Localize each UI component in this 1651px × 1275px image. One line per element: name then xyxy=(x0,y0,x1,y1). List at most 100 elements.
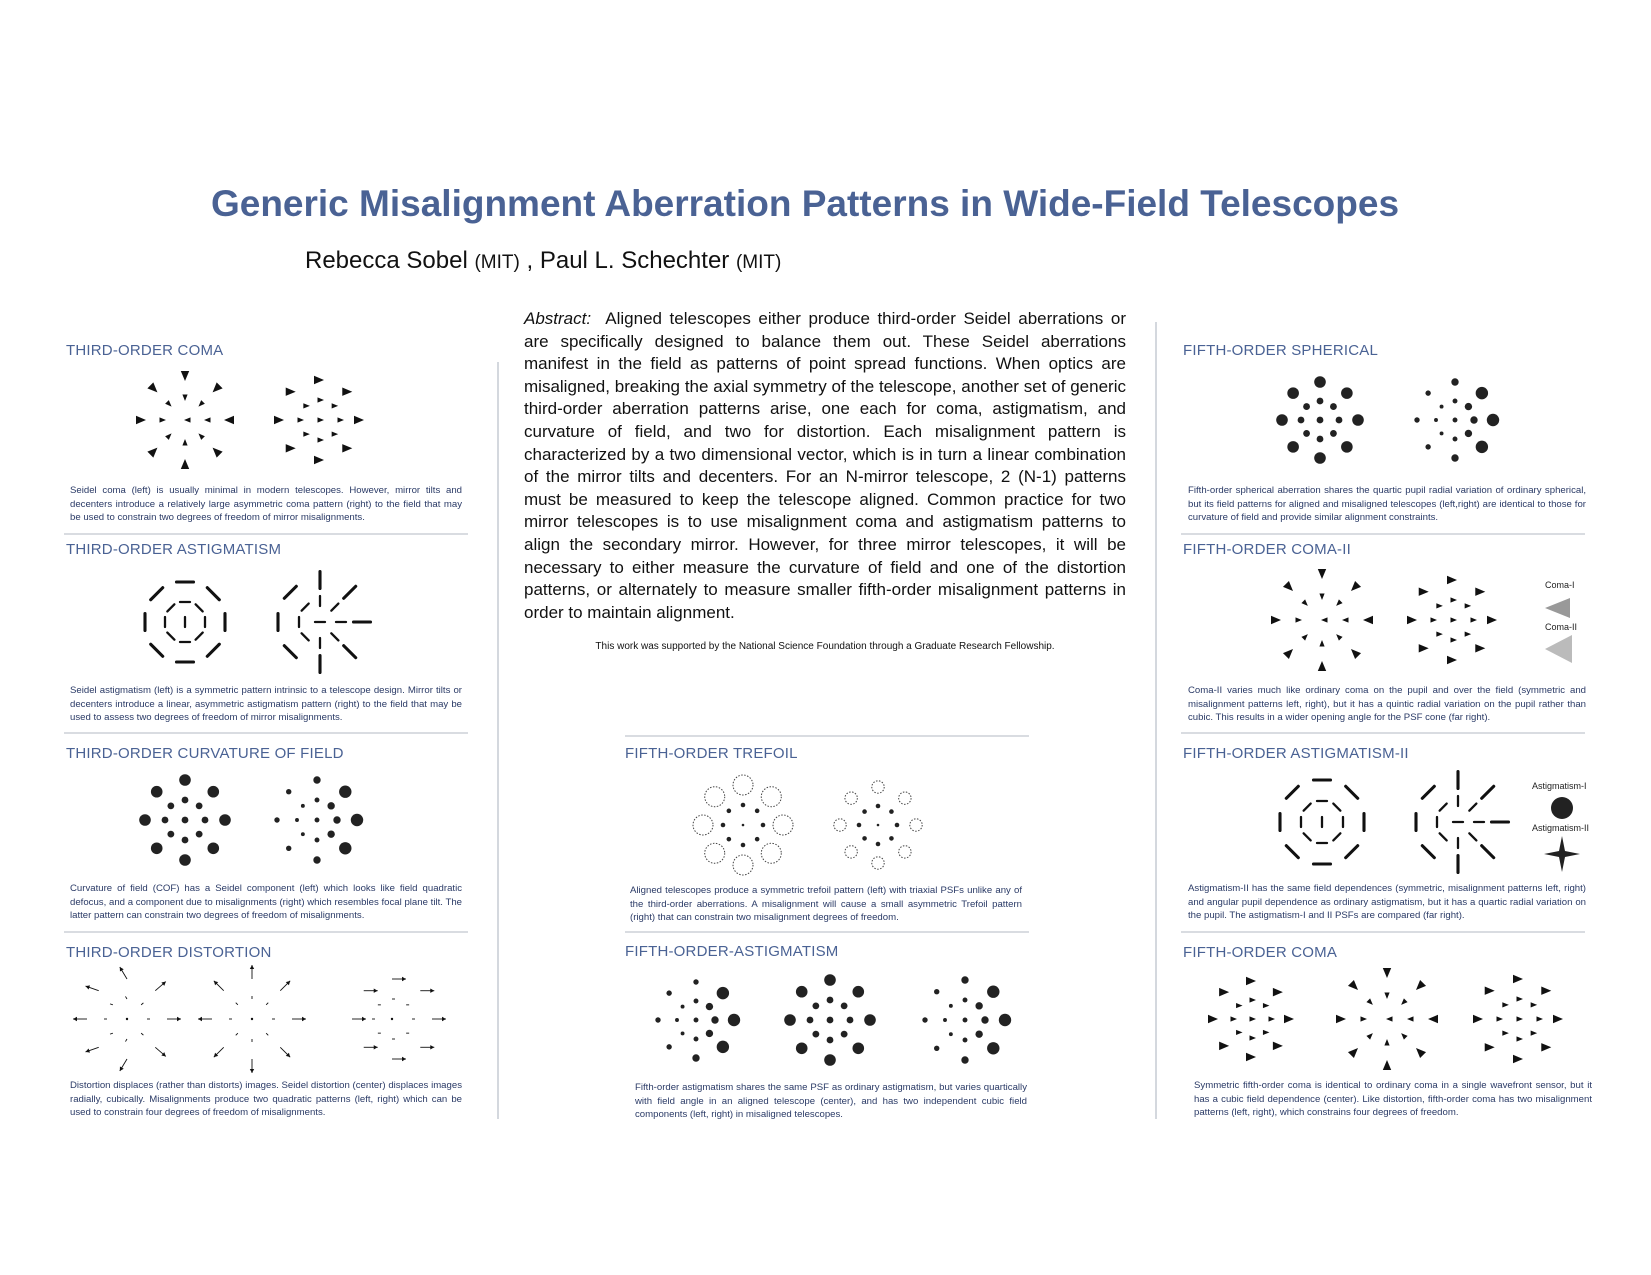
column-divider-left xyxy=(497,362,499,1119)
psf-mark xyxy=(1302,802,1312,812)
psf-mark xyxy=(1262,1029,1270,1036)
psf-mark xyxy=(754,836,760,842)
psf-mark xyxy=(1366,1033,1373,1040)
psf-mark xyxy=(826,1036,834,1044)
psf-mark xyxy=(198,1016,202,1022)
psf-mark xyxy=(1317,661,1327,671)
psf-mark xyxy=(1401,998,1408,1005)
section-title-fifth-order-astigmatism-ii: FIFTH-ORDER ASTIGMATISM-II xyxy=(1183,745,1409,762)
psf-mark xyxy=(1452,417,1458,423)
psf-mark xyxy=(1447,575,1457,585)
astig3-figure xyxy=(143,569,373,675)
psf-mark xyxy=(339,842,352,855)
psf-mark xyxy=(1384,1039,1390,1046)
psf-mark xyxy=(1246,976,1256,986)
psf-mark xyxy=(1468,802,1478,812)
psf-mark xyxy=(195,802,203,810)
psf-mark xyxy=(402,1056,406,1062)
psf-mark xyxy=(297,417,304,423)
psf-mark xyxy=(705,1029,714,1038)
psf-mark xyxy=(354,415,364,425)
psf-mark xyxy=(314,375,324,385)
psf-mark xyxy=(692,814,714,836)
psf-mark xyxy=(1272,987,1283,997)
psf-mark xyxy=(119,1066,124,1072)
psf-mark xyxy=(894,822,900,828)
psf-mark xyxy=(943,1018,947,1022)
section-title-fifth-order-coma: FIFTH-ORDER COMA xyxy=(1183,944,1338,961)
psf-mark xyxy=(1450,617,1457,623)
psf-mark xyxy=(987,1042,1000,1055)
psf-mark xyxy=(1425,390,1431,396)
psf-mark xyxy=(1401,1033,1408,1040)
psf-mark xyxy=(740,842,746,848)
psf-mark xyxy=(350,813,364,827)
psf-mark xyxy=(249,1069,255,1073)
rule xyxy=(1181,931,1585,933)
psf-mark xyxy=(961,1056,969,1064)
psf-mark xyxy=(1450,597,1457,603)
psf-mark xyxy=(962,1017,968,1023)
psf-mark xyxy=(806,1016,814,1024)
psf-mark xyxy=(1439,431,1444,436)
psf-mark xyxy=(1249,997,1256,1003)
psf-mark xyxy=(85,1048,91,1053)
psf-mark xyxy=(1434,418,1438,422)
caption-fifth-order-astigmatism: Fifth-order astigmatism shares the same … xyxy=(635,1082,1027,1120)
psf-mark xyxy=(125,1038,128,1042)
psf-mark xyxy=(182,439,188,446)
rule xyxy=(64,533,468,535)
psf-mark xyxy=(856,822,862,828)
psf-mark xyxy=(889,809,894,814)
caption-fifth-order-trefoil: Aligned telescopes produce a symmetric t… xyxy=(630,885,1022,923)
psf-mark xyxy=(1473,1014,1483,1024)
psf-mark xyxy=(1484,1043,1495,1052)
psf-mark xyxy=(1335,416,1343,424)
psf-mark xyxy=(213,1052,219,1058)
psf-mark xyxy=(1484,986,1495,995)
column-divider-right xyxy=(1155,322,1157,1119)
psf-mark xyxy=(1317,569,1327,579)
psf-mark xyxy=(1414,417,1420,423)
psf-mark xyxy=(1475,587,1486,596)
psf-mark xyxy=(726,836,732,842)
caption-fifth-order-astigmatism-ii: Astigmatism-II has the same field depend… xyxy=(1188,883,1586,921)
psf-mark xyxy=(1230,1016,1237,1022)
rule xyxy=(64,931,468,933)
psf-mark xyxy=(317,417,324,423)
psf-mark xyxy=(1464,429,1473,438)
psf-mark xyxy=(1262,1002,1270,1009)
psf-mark xyxy=(1319,640,1325,647)
psf-mark xyxy=(1295,617,1302,623)
psf-mark xyxy=(194,603,204,613)
psf-mark xyxy=(1219,987,1230,997)
psf-mark xyxy=(274,415,284,425)
psf-mark xyxy=(1276,414,1288,426)
psf-mark xyxy=(692,1054,700,1062)
psf-mark xyxy=(1350,580,1362,592)
psf-mark xyxy=(85,985,91,990)
psf-mark xyxy=(1341,387,1353,399)
psf-mark xyxy=(1350,648,1362,660)
funding-note: This work was supported by the National … xyxy=(595,641,1055,652)
abstract-label: Abstract: xyxy=(524,309,592,328)
psf-mark xyxy=(1464,631,1472,637)
psf-mark xyxy=(1452,436,1458,442)
psf-mark xyxy=(826,996,834,1004)
psf-mark xyxy=(109,1032,114,1035)
psf-mark xyxy=(1468,832,1478,842)
psf-mark xyxy=(852,985,865,998)
psf-mark xyxy=(1425,444,1431,450)
psf-mark xyxy=(1418,587,1429,596)
psf-mark xyxy=(1336,1014,1346,1024)
psf-mark xyxy=(181,836,189,844)
rule xyxy=(625,931,1029,933)
psf-mark xyxy=(1553,1014,1563,1024)
psf-mark xyxy=(998,1013,1012,1027)
psf-mark xyxy=(1246,1052,1256,1062)
psf-mark xyxy=(207,785,220,798)
psf-mark xyxy=(282,584,298,600)
psf-mark xyxy=(1301,599,1308,606)
caption-fifth-order-coma-ii: Coma-II varies much like ordinary coma o… xyxy=(1188,685,1586,723)
psf-mark xyxy=(109,1003,114,1006)
